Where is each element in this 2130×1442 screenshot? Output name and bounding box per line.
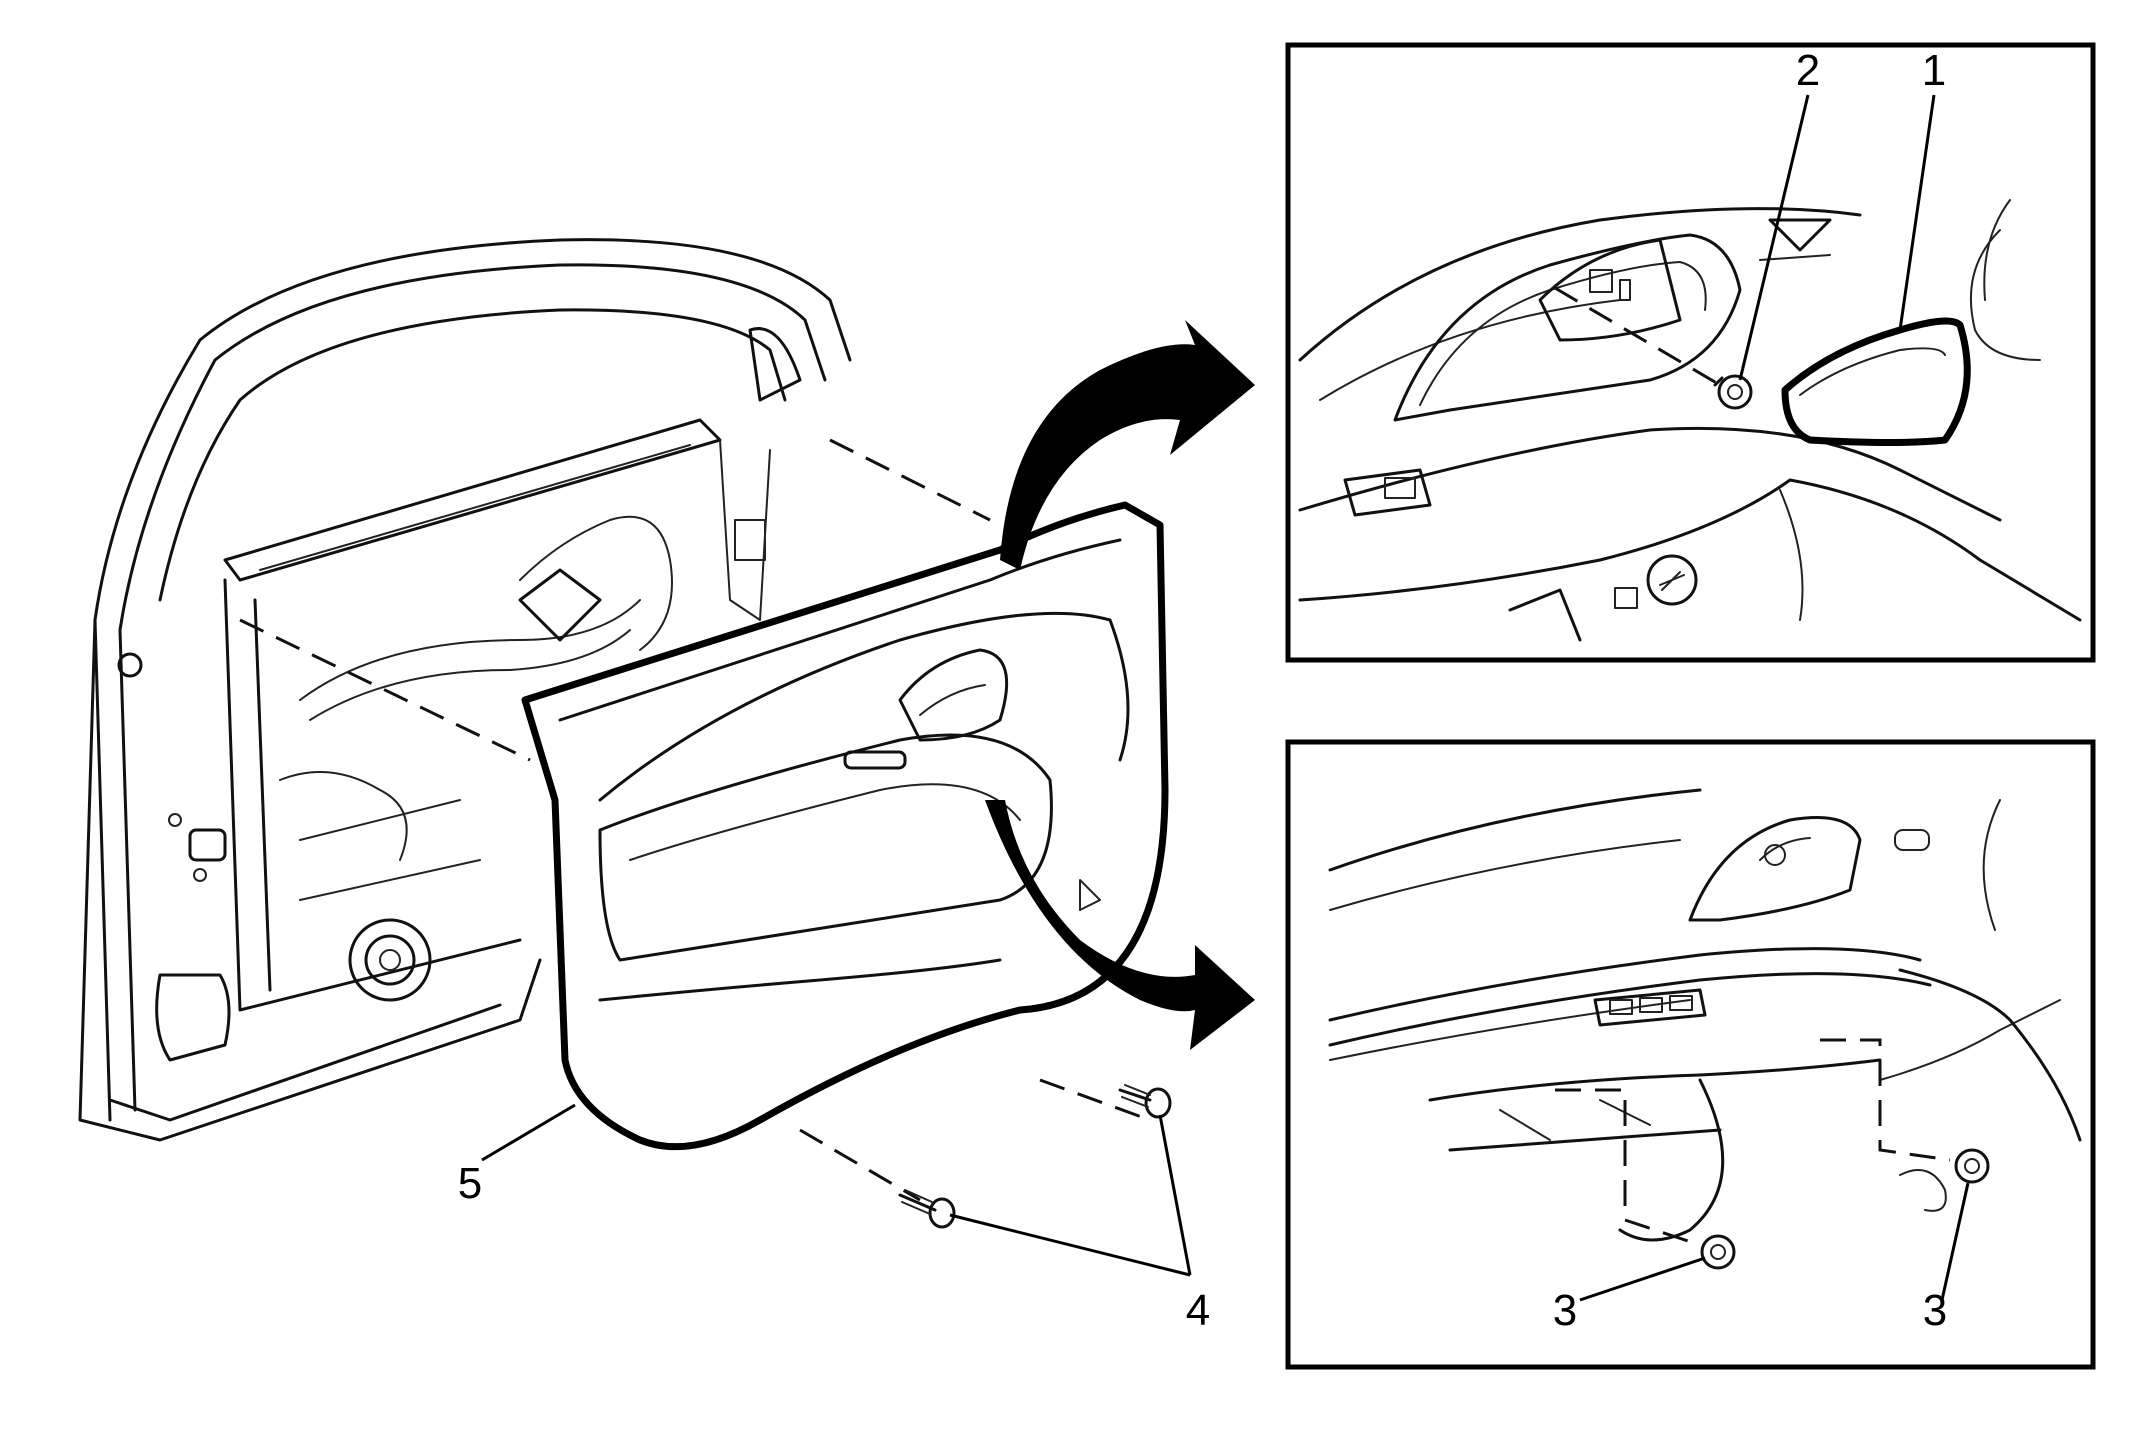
callout-2: 2 <box>1796 46 1820 95</box>
retainer-seal <box>1781 317 1971 446</box>
door-frame <box>78 238 1151 1202</box>
callout-4: 4 <box>1186 1286 1210 1335</box>
arrow-up-icon <box>1000 320 1255 570</box>
main-leaders <box>481 1103 1192 1277</box>
inset-handle-detail: 2 1 <box>1285 42 2096 663</box>
callout-3-right: 3 <box>1923 1286 1947 1335</box>
callout-5: 5 <box>458 1159 482 1208</box>
door-trim-panel <box>521 501 1169 1151</box>
fastener-icon-left <box>1700 1234 1736 1270</box>
fastener-icon-right <box>1954 1148 1990 1184</box>
screw-icon-upper <box>1118 1084 1172 1119</box>
screw-icon-lower <box>898 1189 956 1229</box>
arrow-down-icon <box>985 800 1255 1050</box>
bolt-icon <box>1713 374 1753 410</box>
callout-1: 1 <box>1922 46 1946 95</box>
callout-3-left: 3 <box>1553 1286 1577 1335</box>
inset-lower-fasteners: 3 3 <box>1285 739 2096 1370</box>
